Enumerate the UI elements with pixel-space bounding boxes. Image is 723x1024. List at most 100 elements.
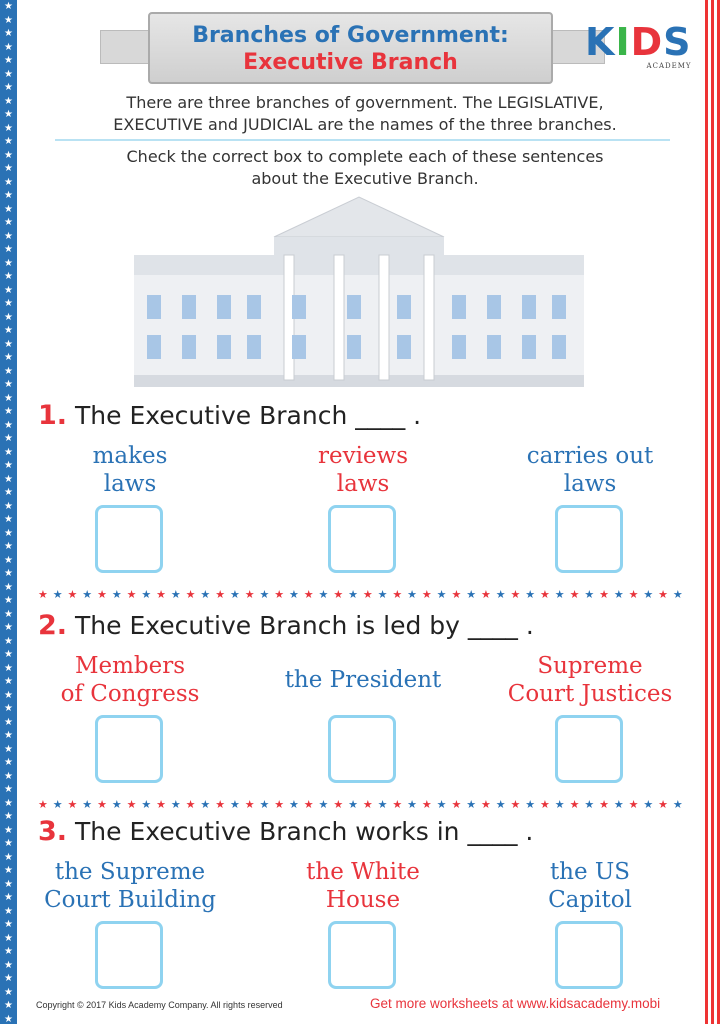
star-icon: ★	[4, 770, 13, 782]
window	[217, 295, 231, 319]
star-icon: ★	[4, 946, 13, 957]
option-line2: Court Justices	[507, 681, 673, 707]
option-line2: laws	[563, 471, 617, 497]
star-icon: ★	[170, 798, 181, 811]
star-icon: ★	[4, 28, 13, 39]
star-icon: ★	[4, 730, 13, 741]
star-icon: ★	[4, 271, 13, 282]
answer-checkbox[interactable]	[328, 921, 396, 989]
star-icon: ★	[4, 811, 13, 822]
question-number: 2.	[38, 610, 68, 641]
star-icon: ★	[672, 798, 683, 811]
star-icon: ★	[67, 588, 78, 601]
window	[452, 295, 466, 319]
star-icon: ★	[185, 588, 196, 601]
star-divider: ★★★★★★★★★★★★★★★★★★★★★★★★★★★★★★★★★★★★★★★★…	[38, 798, 683, 811]
star-icon: ★	[4, 703, 13, 714]
star-icon: ★	[480, 588, 491, 601]
star-icon: ★	[4, 176, 13, 188]
instructions-line2: about the Executive Branch.	[251, 169, 479, 188]
window	[247, 295, 261, 319]
star-icon: ★	[4, 203, 13, 215]
star-icon: ★	[569, 588, 580, 601]
star-icon: ★	[303, 798, 314, 811]
star-icon: ★	[4, 743, 13, 755]
intro-line1: There are three branches of government. …	[126, 93, 604, 112]
instructions-line1: Check the correct box to complete each o…	[126, 147, 604, 166]
answer-checkbox[interactable]	[328, 505, 396, 573]
answer-checkbox[interactable]	[555, 505, 623, 573]
option-line1: the White	[306, 859, 420, 885]
star-icon: ★	[628, 798, 639, 811]
star-icon: ★	[229, 798, 240, 811]
star-icon: ★	[377, 798, 388, 811]
window	[487, 295, 501, 319]
left-star-border: ★★★★★★★★★★★★★★★★★★★★★★★★★★★★★★★★★★★★★★★★…	[0, 0, 17, 1024]
star-icon: ★	[569, 798, 580, 811]
title-line2: Executive Branch	[243, 50, 458, 75]
star-icon: ★	[259, 798, 270, 811]
right-stripe-border	[705, 0, 723, 1024]
star-icon: ★	[540, 588, 550, 601]
star-icon: ★	[4, 716, 13, 728]
star-icon: ★	[584, 798, 595, 811]
answer-checkbox[interactable]	[555, 921, 623, 989]
star-icon: ★	[554, 588, 565, 601]
star-icon: ★	[451, 798, 462, 811]
star-divider: ★★★★★★★★★★★★★★★★★★★★★★★★★★★★★★★★★★★★★★★★…	[38, 588, 683, 601]
star-icon: ★	[97, 588, 107, 601]
star-icon: ★	[274, 588, 285, 601]
star-icon: ★	[4, 365, 13, 377]
window	[522, 295, 536, 319]
star-icon: ★	[4, 487, 13, 498]
answer-checkbox[interactable]	[95, 505, 163, 573]
star-icon: ★	[4, 392, 13, 404]
star-icon: ★	[451, 588, 462, 601]
star-icon: ★	[200, 798, 211, 811]
star-icon: ★	[200, 588, 211, 601]
star-icon: ★	[4, 757, 13, 768]
star-icon: ★	[4, 932, 13, 944]
intro-line2: EXECUTIVE and JUDICIAL are the names of …	[113, 115, 617, 134]
answer-checkbox[interactable]	[95, 921, 163, 989]
option-line2: Capitol	[548, 887, 632, 913]
star-icon: ★	[4, 163, 13, 174]
answer-checkbox[interactable]	[555, 715, 623, 783]
promo-link[interactable]: Get more worksheets at www.kidsacademy.m…	[370, 996, 661, 1011]
star-icon: ★	[4, 986, 13, 998]
star-icon: ★	[348, 588, 358, 601]
window	[292, 335, 306, 359]
star-icon: ★	[362, 588, 373, 601]
star-icon: ★	[318, 798, 329, 811]
star-icon: ★	[4, 352, 13, 363]
star-icon: ★	[643, 798, 654, 811]
star-icon: ★	[4, 824, 13, 836]
star-icon: ★	[52, 798, 63, 811]
star-icon: ★	[141, 798, 152, 811]
star-icon: ★	[4, 514, 13, 525]
option-line1: Supreme	[537, 653, 643, 679]
star-icon: ★	[4, 838, 13, 849]
white-house-illustration	[134, 196, 584, 387]
star-icon: ★	[4, 95, 13, 107]
star-icon: ★	[141, 588, 152, 601]
star-icon: ★	[466, 798, 477, 811]
star-icon: ★	[82, 588, 93, 601]
window	[487, 335, 501, 359]
star-icon: ★	[4, 797, 13, 809]
star-icon: ★	[333, 798, 344, 811]
star-icon: ★	[4, 541, 13, 552]
star-icon: ★	[392, 588, 403, 601]
star-icon: ★	[4, 82, 13, 93]
star-icon: ★	[244, 588, 255, 601]
star-icon: ★	[4, 689, 13, 701]
answer-checkbox[interactable]	[95, 715, 163, 783]
star-icon: ★	[4, 892, 13, 903]
answer-checkbox[interactable]	[328, 715, 396, 783]
star-icon: ★	[4, 649, 13, 660]
star-icon: ★	[4, 298, 13, 309]
star-icon: ★	[4, 1, 13, 12]
star-icon: ★	[4, 55, 13, 66]
star-icon: ★	[4, 14, 13, 26]
